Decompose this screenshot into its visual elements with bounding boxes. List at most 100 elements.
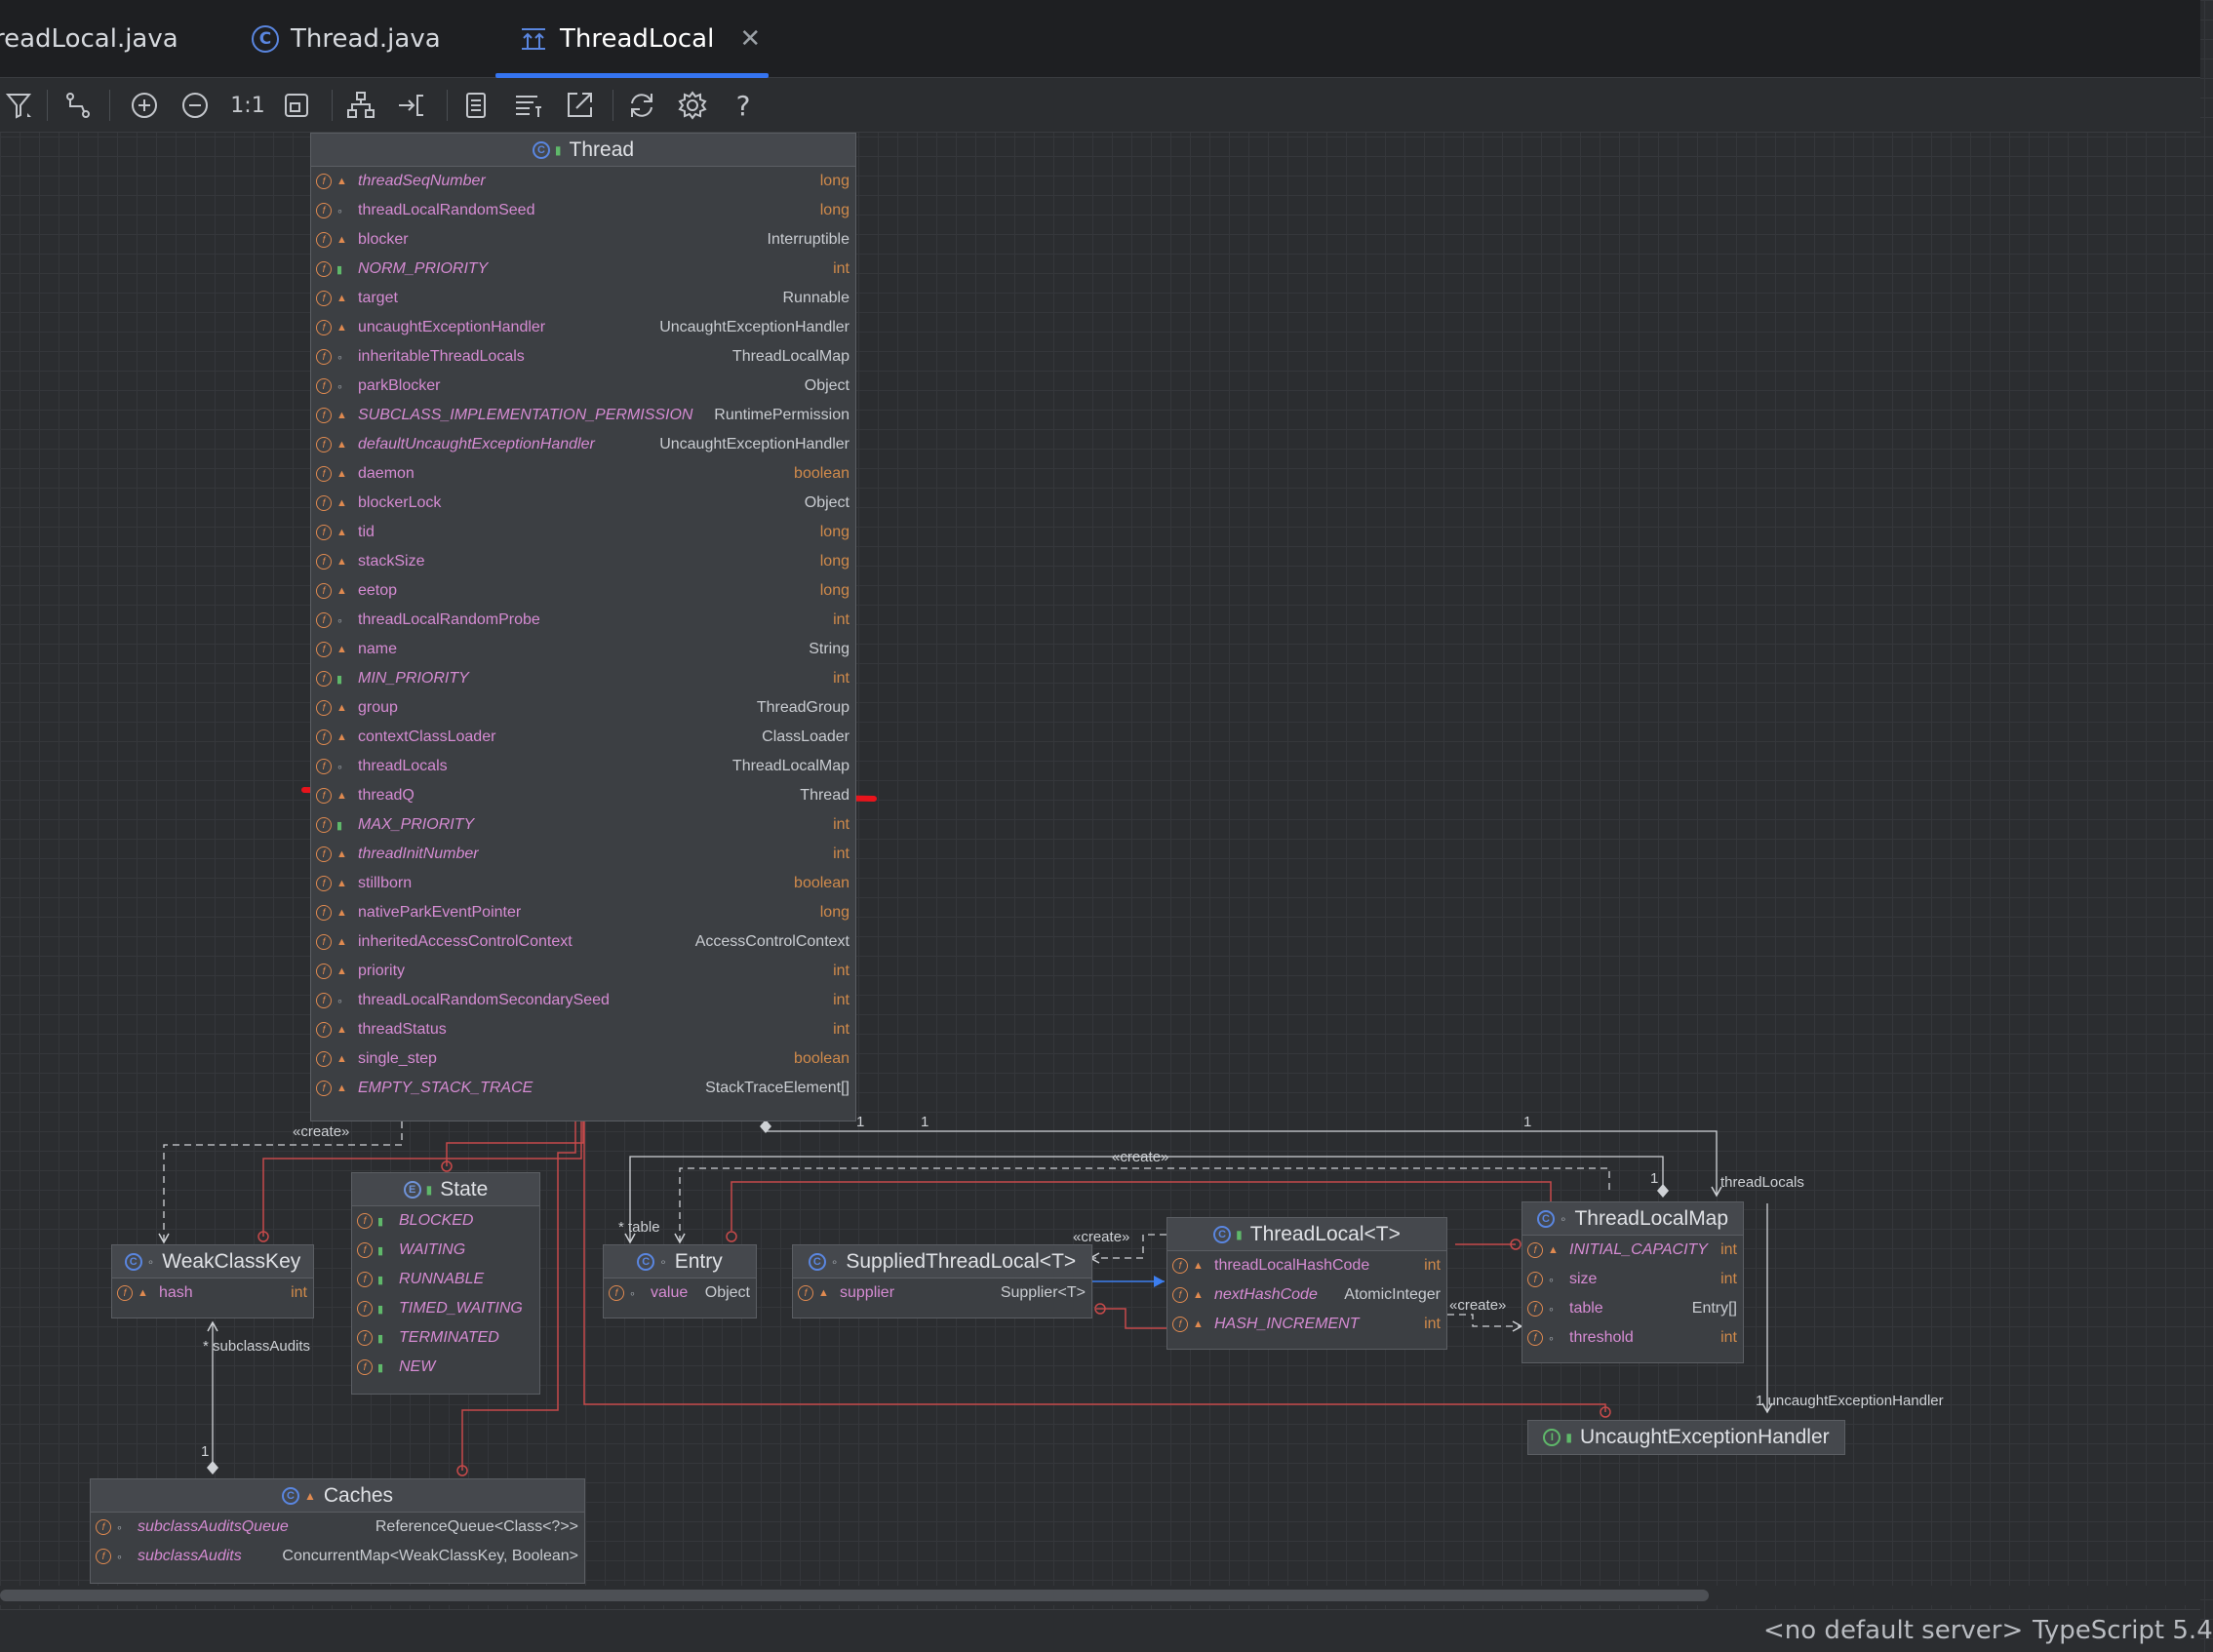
route-edges-icon[interactable] xyxy=(60,88,96,123)
field-row[interactable]: f ∘ value Object xyxy=(604,1278,756,1308)
threadlocal-class-node[interactable]: C ▮ ThreadLocal<T> f▲threadLocalHashCode… xyxy=(1166,1217,1447,1350)
enum-e-icon: E xyxy=(403,1180,421,1199)
field-icon: f xyxy=(316,466,332,482)
language-status[interactable]: TypeScript 5.4 xyxy=(2033,1616,2213,1645)
weakclasskey-class-node[interactable]: C ∘ WeakClassKey f ▲ hash int xyxy=(111,1244,314,1318)
field-row[interactable]: f▮TIMED_WAITING xyxy=(352,1294,539,1323)
field-row[interactable]: f▮NEW xyxy=(352,1353,539,1382)
horizontal-scrollbar[interactable] xyxy=(0,1586,2200,1605)
field-row[interactable]: f▮BLOCKED xyxy=(352,1206,539,1236)
close-icon[interactable]: ✕ xyxy=(739,24,762,54)
layout-icon[interactable] xyxy=(343,88,378,123)
field-type: ConcurrentMap<WeakClassKey, Boolean> xyxy=(282,1548,578,1564)
field-row[interactable]: f▮TERMINATED xyxy=(352,1323,539,1353)
tab-threadlocal-diagram[interactable]: ThreadLocal ✕ xyxy=(495,0,769,78)
field-row[interactable]: f ▲ supplier Supplier<T> xyxy=(793,1278,1091,1308)
field-icon: f xyxy=(316,671,332,687)
field-type: int xyxy=(833,963,850,979)
apply-layout-icon[interactable] xyxy=(394,88,429,123)
field-icon: f xyxy=(316,700,332,716)
field-row[interactable]: f▮WAITING xyxy=(352,1236,539,1265)
node-title: Thread xyxy=(569,138,635,161)
field-name: table xyxy=(1569,1300,1603,1317)
refresh-icon[interactable] xyxy=(624,88,659,123)
field-type: int xyxy=(291,1284,307,1301)
help-button[interactable]: ? xyxy=(735,89,751,122)
copy-diagram-icon[interactable] xyxy=(458,88,494,123)
uncaughtexceptionhandler-interface-node[interactable]: I ▮ UncaughtExceptionHandler xyxy=(1527,1420,1845,1455)
field-row[interactable]: f ▲ hash int xyxy=(112,1278,313,1308)
field-name: single_step xyxy=(358,1050,437,1067)
field-type: StackTraceElement[] xyxy=(705,1080,850,1096)
gear-icon[interactable] xyxy=(675,88,710,123)
tab-threadlocal-java[interactable]: readLocal.java xyxy=(0,0,178,78)
private-lock-icon: ▲ xyxy=(336,702,347,714)
fit-content-icon[interactable] xyxy=(279,88,314,123)
zoom-out-icon[interactable] xyxy=(178,88,213,123)
server-status[interactable]: <no default server> xyxy=(1763,1616,2024,1645)
entry-class-node[interactable]: C ∘ Entry f ∘ value Object xyxy=(603,1244,757,1318)
export-icon[interactable] xyxy=(562,88,597,123)
zoom-in-icon[interactable] xyxy=(127,88,162,123)
field-name: supplier xyxy=(840,1284,895,1301)
tab-thread-java[interactable]: C Thread.java xyxy=(252,0,441,78)
actual-size-button[interactable]: 1:1 xyxy=(230,93,265,118)
field-row[interactable]: f▮RUNNABLE xyxy=(352,1265,539,1294)
create-label: «create» xyxy=(1073,1229,1130,1245)
scrollbar-thumb[interactable] xyxy=(0,1590,1709,1601)
show-members-icon[interactable] xyxy=(511,88,546,123)
suppliedthreadlocal-class-node[interactable]: C ∘ SuppliedThreadLocal<T> f ▲ supplier … xyxy=(792,1244,1092,1318)
filter-icon[interactable] xyxy=(2,88,37,123)
create-label: «create» xyxy=(1449,1297,1507,1314)
public-visibility-icon: ▮ xyxy=(1236,1227,1243,1241)
field-type: long xyxy=(819,582,850,599)
